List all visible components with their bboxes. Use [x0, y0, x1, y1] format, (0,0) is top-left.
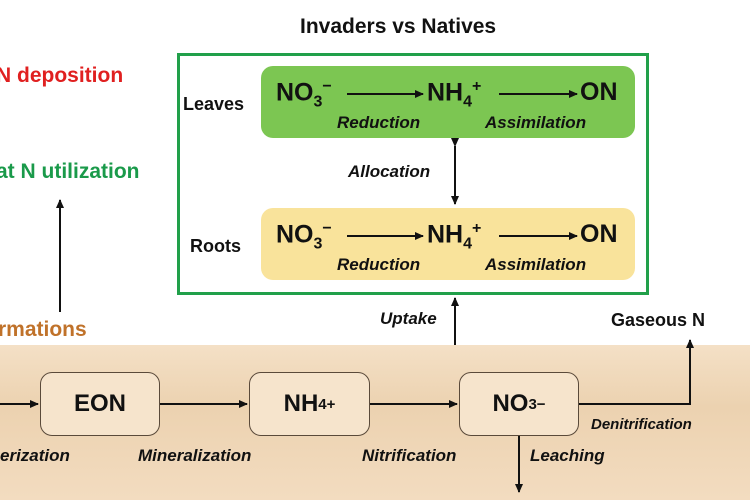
roots-reduction-label: Reduction [337, 255, 421, 274]
transformations-label: rmations [0, 318, 87, 341]
denitrification-label: Denitrification [591, 416, 692, 433]
roots-nitrate: NO3− [276, 220, 332, 253]
uptake-label: Uptake [380, 309, 437, 328]
left-cut-process-label: erization [0, 446, 70, 465]
nitrification-label: Nitrification [362, 446, 457, 465]
allocation-label: Allocation [348, 162, 431, 181]
n-deposition-label: N deposition [0, 64, 124, 87]
roots-band [261, 208, 635, 280]
roots-ammonium: NH4+ [427, 220, 482, 253]
leaching-label: Leaching [530, 446, 605, 465]
leaves-assimilation-label: Assimilation [485, 113, 587, 132]
leaves-ammonium: NH4+ [427, 78, 482, 111]
leaves-label: Leaves [183, 94, 245, 114]
leaves-band [261, 66, 635, 138]
leaves-nitrate: NO3− [276, 78, 332, 111]
n-utilization-label: at N utilization [0, 160, 140, 183]
leaves-organic-n: ON [580, 78, 618, 106]
diagram-title: Invaders vs Natives [300, 15, 497, 38]
leaves-reduction-label: Reduction [337, 113, 421, 132]
mineralization-label: Mineralization [138, 446, 252, 465]
roots-organic-n: ON [580, 220, 618, 248]
eon-node: EON [40, 372, 160, 436]
roots-label: Roots [190, 236, 241, 256]
roots-assimilation-label: Assimilation [485, 255, 587, 274]
gaseous-n-label: Gaseous N [611, 310, 706, 330]
denitrification-arrow [579, 339, 694, 405]
